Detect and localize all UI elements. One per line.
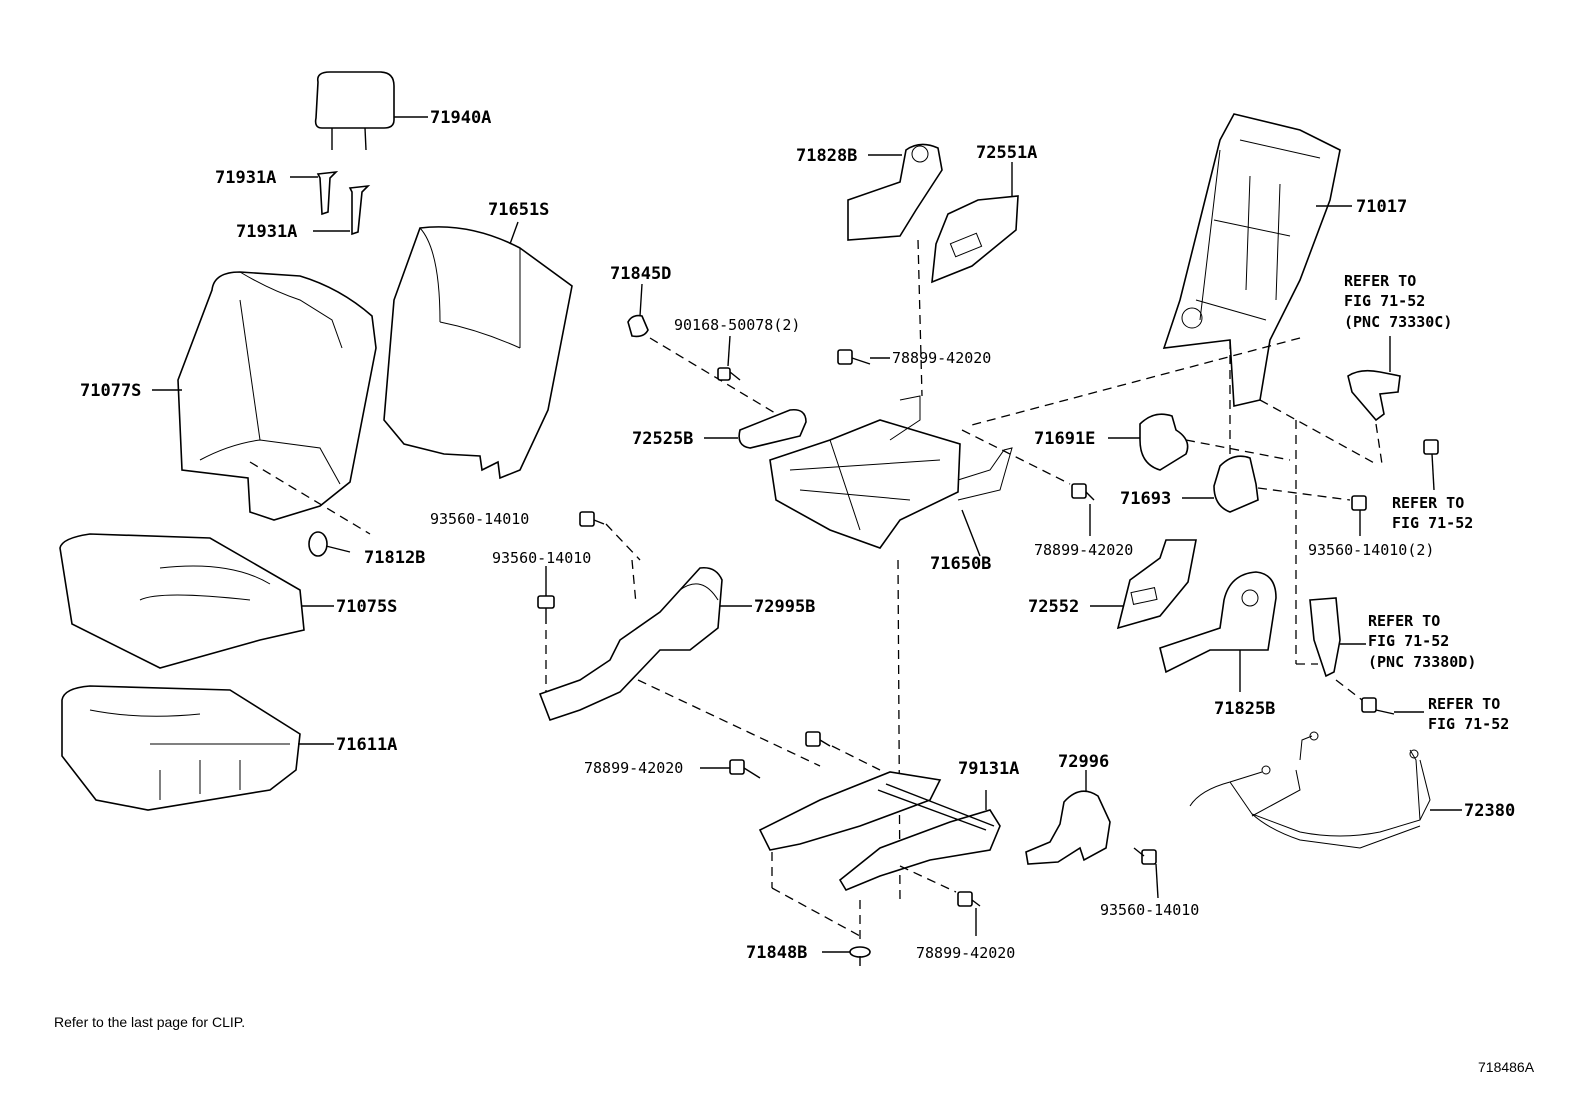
bolt-78899-bottom-illustration: [957, 891, 981, 936]
label-72996: 72996: [1058, 752, 1109, 772]
label-72380: 72380: [1464, 801, 1515, 821]
label-78899-42020-top: 78899-42020: [892, 349, 991, 367]
pushnut-illustration: [249, 461, 371, 557]
headrest-guide-illustration: [290, 170, 371, 236]
label-71940A: 71940A: [430, 108, 491, 128]
bolt-93560-c-illustration: [1351, 495, 1367, 536]
seatback-pad-illustration: [152, 271, 377, 521]
label-71848B: 71848B: [746, 943, 807, 963]
label-71693: 71693: [1120, 489, 1171, 509]
bolt-refer-lower-illustration: [1335, 679, 1424, 715]
seat-cushion-pad-illustration: [61, 685, 334, 811]
seat-frame-illustration: [769, 395, 1013, 901]
label-71812B: 71812B: [364, 548, 425, 568]
cover-71691E-illustration: [1108, 413, 1291, 471]
label-71931A-lower: 71931A: [236, 222, 297, 242]
label-71650B: 71650B: [930, 554, 991, 574]
label-93560-14010-c: 93560-14010(2): [1308, 541, 1434, 559]
label-93560-14010-a: 93560-14010: [430, 510, 529, 528]
screw-90168-illustration: [717, 335, 741, 381]
bolt-78899-top-illustration: [837, 349, 890, 365]
footnote: Refer to the last page for CLIP.: [54, 1014, 245, 1030]
ref-lower-line1: REFER TO: [1428, 695, 1500, 713]
cover-71828B-illustration: [847, 143, 943, 397]
ref-upper-line1: REFER TO: [1392, 494, 1464, 512]
label-71931A-upper: 71931A: [215, 168, 276, 188]
bracket-72995B-illustration: [538, 566, 821, 767]
label-71611A: 71611A: [336, 735, 397, 755]
cover-72996-illustration: [1025, 770, 1111, 865]
label-79131A: 79131A: [958, 759, 1019, 779]
seatback-frame-illustration: [967, 113, 1352, 460]
label-78899-42020-mid: 78899-42020: [1034, 541, 1133, 559]
bolt-93560-a-illustration: [579, 511, 641, 605]
clip-71848B-illustration: [822, 946, 871, 966]
label-93560-14010-d: 93560-14010: [1100, 901, 1199, 919]
figure-id: 718486A: [1478, 1059, 1535, 1075]
bolt-93560-d-illustration: [1133, 847, 1159, 899]
ref-lower-line2: FIG 71-52: [1428, 715, 1509, 733]
bolt-rail-illustration: [805, 731, 881, 771]
bolt-78899-mid-illustration: [961, 429, 1095, 536]
knob-72525B-illustration: [704, 408, 807, 449]
label-78899-42020-left: 78899-42020: [584, 759, 683, 777]
label-71075S: 71075S: [336, 597, 397, 617]
seatbelt-buckle-illustration: [1259, 336, 1401, 465]
belt-buckle-lower-illustration: [1295, 420, 1366, 678]
label-78899-42020-bottom: 78899-42020: [916, 944, 1015, 962]
ref-73330C-line1: REFER TO: [1344, 272, 1416, 290]
label-71691E: 71691E: [1034, 429, 1095, 449]
cover-72552-illustration: [1090, 539, 1197, 630]
label-71825B: 71825B: [1214, 699, 1275, 719]
label-71828B: 71828B: [796, 146, 857, 166]
headrest-illustration: [314, 71, 428, 151]
ref-73380D-line2: FIG 71-52: [1368, 632, 1449, 650]
bolt-78899-left-illustration: [700, 759, 761, 779]
cap-illustration: [627, 283, 781, 417]
label-72552: 72552: [1028, 597, 1079, 617]
seat-cushion-cover-illustration: [59, 533, 334, 669]
ref-73330C-line2: FIG 71-52: [1344, 292, 1425, 310]
seatback-cover-illustration: [383, 221, 573, 480]
cover-72551A-illustration: [931, 162, 1019, 284]
label-72995B: 72995B: [754, 597, 815, 617]
label-71017: 71017: [1356, 197, 1407, 217]
bolt-refer-upper-illustration: [1423, 439, 1439, 491]
label-72525B: 72525B: [632, 429, 693, 449]
label-71651S: 71651S: [488, 200, 549, 220]
cover-71693-illustration: [1182, 455, 1351, 513]
cable-72380-illustration: [1189, 731, 1462, 849]
label-71077S: 71077S: [80, 381, 141, 401]
cover-71825B-illustration: [1159, 571, 1277, 692]
label-93560-14010-b: 93560-14010: [492, 549, 591, 567]
label-90168-50078: 90168-50078(2): [674, 316, 800, 334]
ref-upper-line2: FIG 71-52: [1392, 514, 1473, 532]
ref-73380D-line3: (PNC 73380D): [1368, 653, 1476, 671]
label-71845D: 71845D: [610, 264, 671, 284]
ref-73380D-line1: REFER TO: [1368, 612, 1440, 630]
ref-73330C-line3: (PNC 73330C): [1344, 313, 1452, 331]
label-72551A: 72551A: [976, 143, 1037, 163]
seat-track-illustration: [758, 771, 1001, 940]
bolt-93560-b-illustration: [537, 566, 555, 700]
